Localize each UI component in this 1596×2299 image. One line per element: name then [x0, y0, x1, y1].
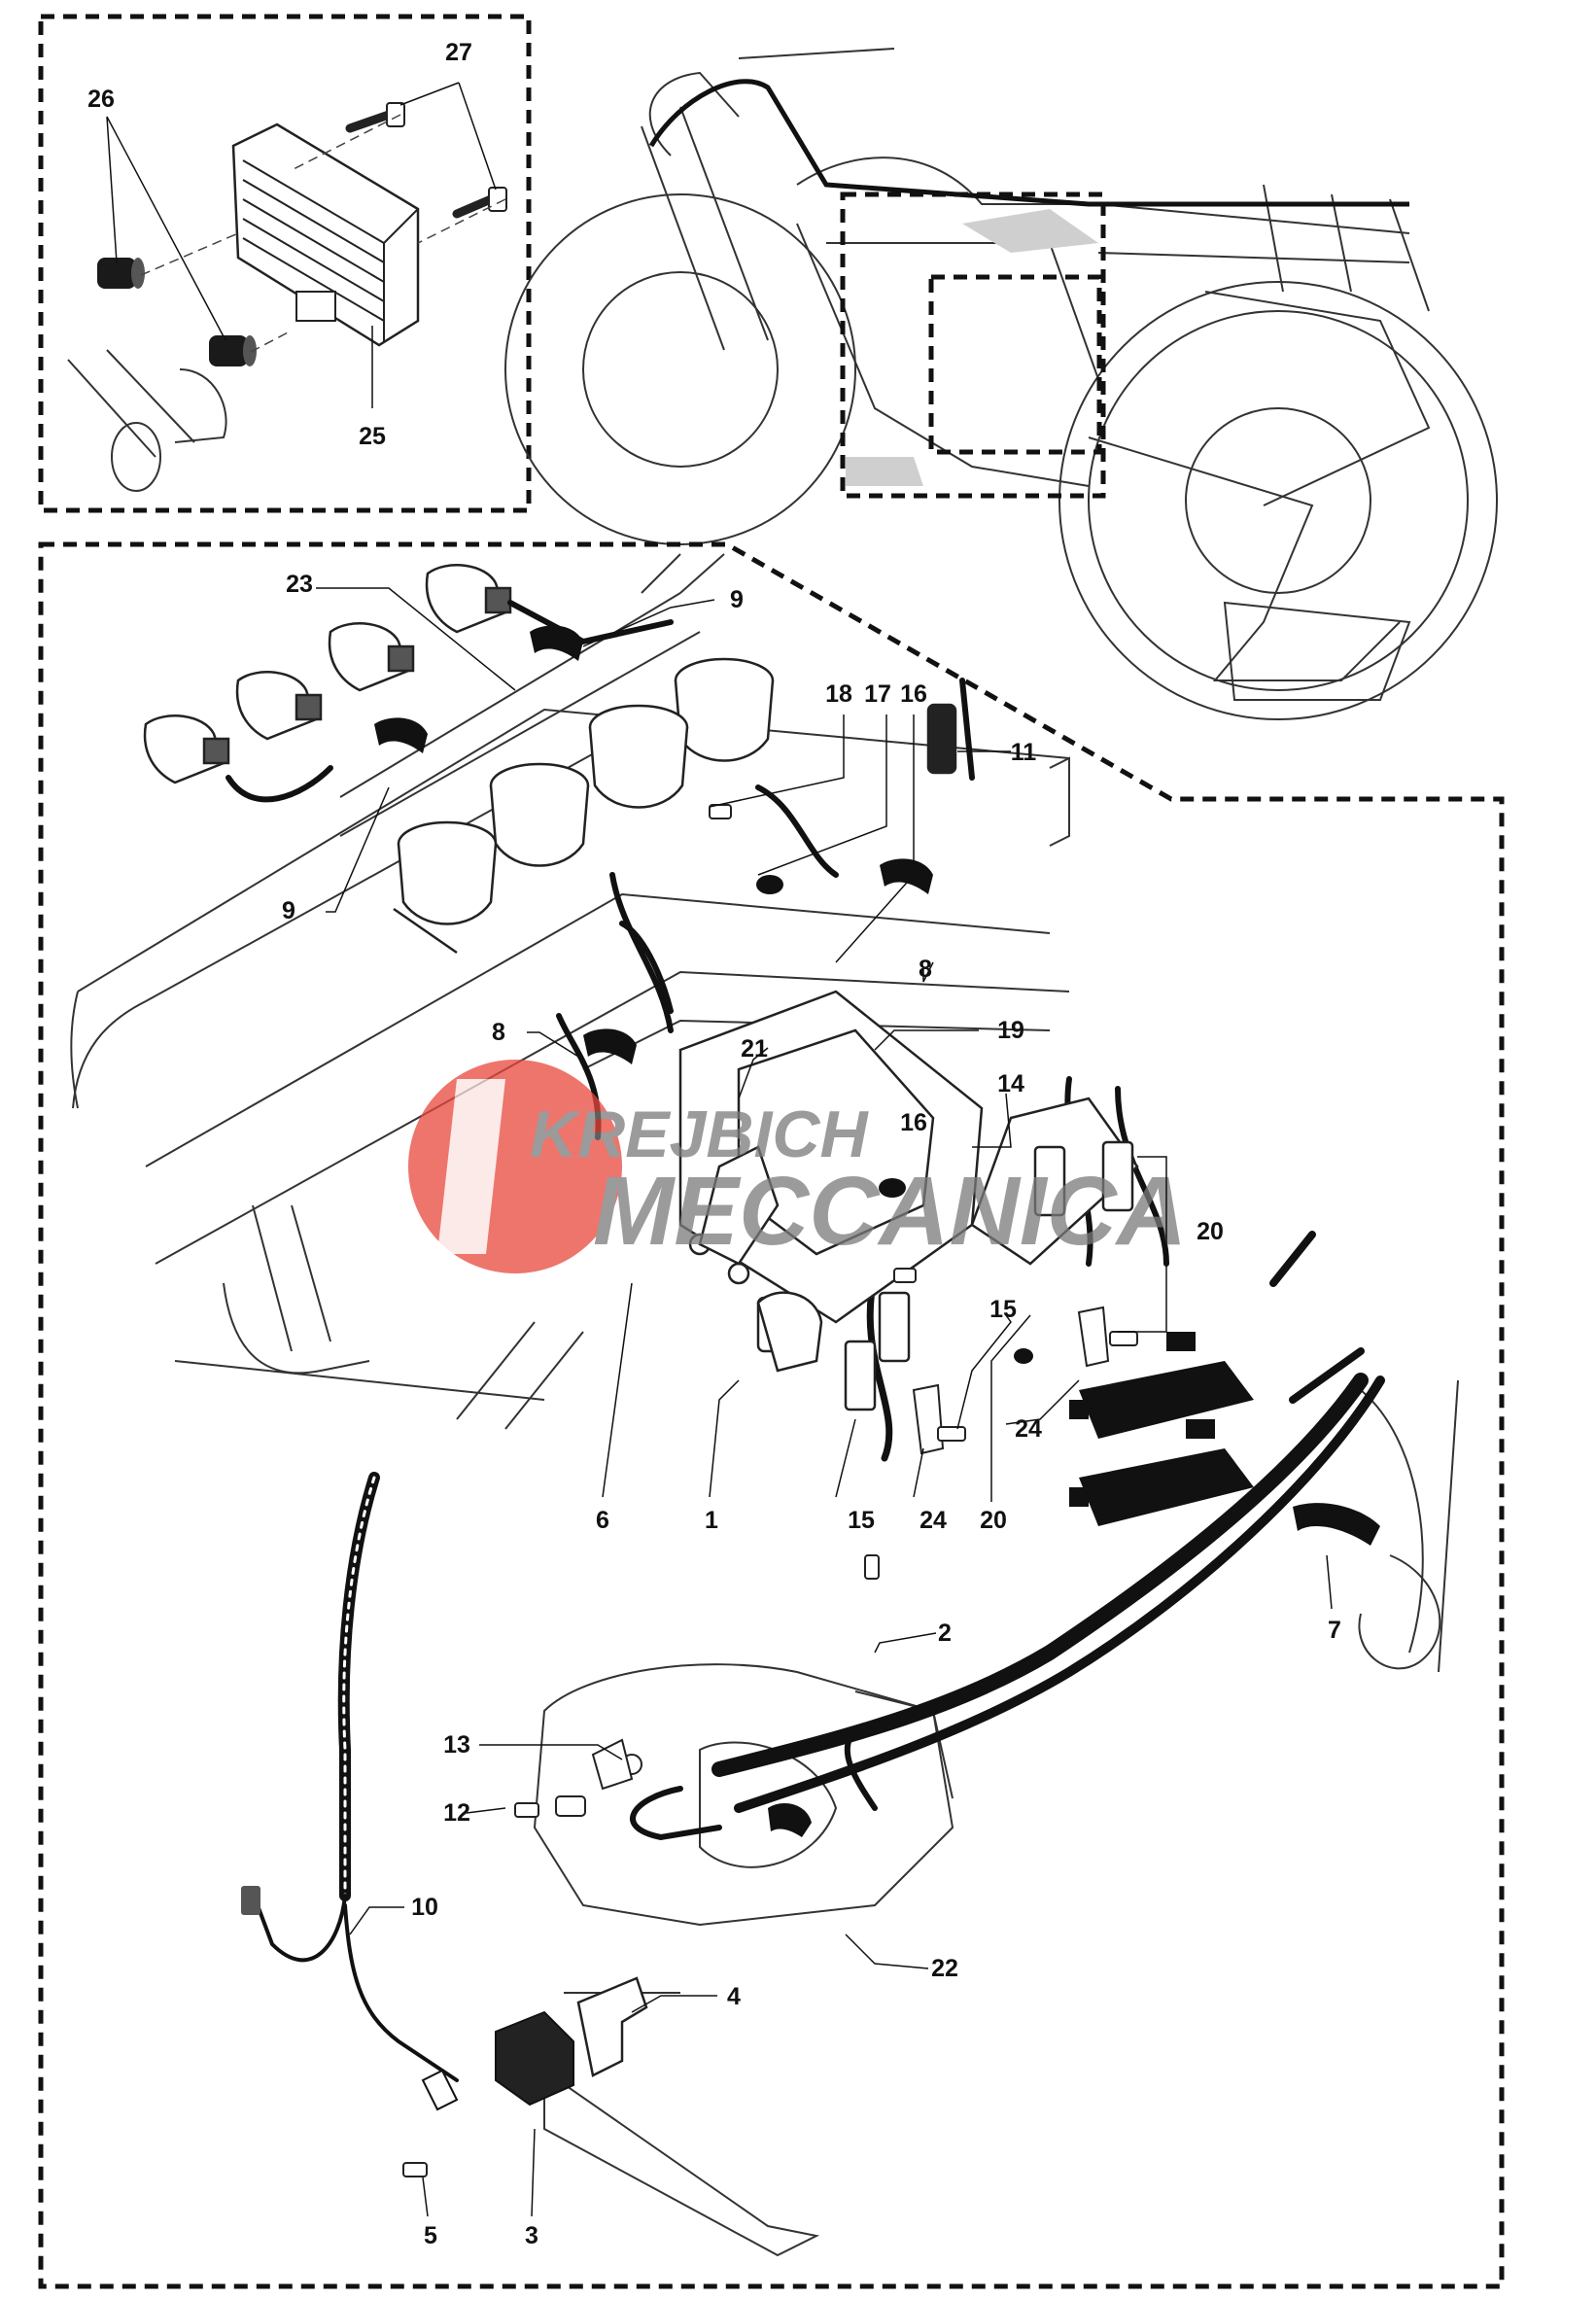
throttle-body [489, 762, 590, 867]
callout-8-left: 8 [492, 1019, 505, 1046]
throttle-bodies [393, 657, 775, 955]
callout-15-right: 15 [989, 1296, 1017, 1323]
ecu-bracket [678, 990, 984, 1324]
callout-9-top: 9 [730, 586, 744, 613]
callout-9-left: 9 [282, 897, 295, 924]
watermark-line2: MECCANICA [593, 1157, 1187, 1266]
callout-17: 17 [864, 680, 891, 708]
sensor-bracket [576, 1976, 648, 2077]
cable-tie [1293, 1503, 1380, 1546]
cable-tie [880, 858, 933, 894]
ignition-coil [328, 622, 415, 692]
callout-2: 2 [938, 1620, 952, 1647]
ignition-coil [235, 671, 323, 741]
callout-16-mid: 16 [900, 1109, 927, 1136]
sensor [756, 1291, 823, 1373]
callout-1: 1 [705, 1507, 718, 1534]
rubber-grommet [97, 258, 145, 289]
ignition-coil [425, 564, 512, 634]
callout-18: 18 [825, 680, 852, 708]
ecu-connectors [1069, 1332, 1254, 1526]
callout-21: 21 [741, 1035, 768, 1062]
callout-23: 23 [286, 571, 313, 598]
callout-13: 13 [443, 1731, 470, 1759]
callout-15-bottom: 15 [848, 1507, 875, 1534]
throttle-body [588, 704, 689, 809]
callout-24-bottom: 24 [919, 1507, 947, 1534]
speed-sensor [421, 2010, 574, 2111]
overview-highlight-boxes [840, 192, 1106, 499]
cable-tie [530, 625, 583, 661]
voltage-regulator [231, 122, 420, 347]
callout-4: 4 [727, 1983, 741, 2010]
engine-frame-outline [70, 553, 1459, 2257]
watermark-line1: KREJBICH [530, 1097, 869, 1171]
callout-19: 19 [997, 1017, 1024, 1044]
screw [345, 102, 405, 133]
screw [452, 187, 507, 219]
ignition-coil [143, 714, 230, 784]
leader-lines [316, 587, 1333, 2217]
main-view-frame [38, 541, 1505, 2289]
callout-22: 22 [931, 1955, 958, 1982]
callout-10: 10 [411, 1894, 438, 1921]
watermark-logo: KREJBICH MECCANICA [408, 1060, 1187, 1273]
sensor-connector [241, 1886, 260, 1915]
callout-3: 3 [525, 2222, 538, 2249]
callout-7: 7 [1328, 1617, 1341, 1644]
wiring-harness [226, 600, 1385, 2082]
throttle-body [674, 657, 775, 762]
callout-20-bottom: 20 [980, 1507, 1007, 1534]
small-hardware [402, 804, 1138, 2177]
cable-tie [583, 1028, 637, 1064]
throttle-body [393, 820, 498, 955]
cable-tie [768, 1803, 812, 1837]
callout-24-right: 24 [1015, 1415, 1042, 1443]
callout-11: 11 [1011, 739, 1037, 766]
rubber-grommet [209, 335, 257, 366]
callout-labels: 26 27 25 23 9 9 18 17 16 11 8 8 21 19 14… [87, 39, 1341, 2249]
callout-12: 12 [443, 1799, 470, 1827]
ignition-coils [143, 564, 512, 784]
grommet [756, 875, 1033, 1364]
callout-14: 14 [997, 1070, 1024, 1097]
callout-25: 25 [359, 423, 386, 450]
regulator-detail-inset [38, 14, 532, 513]
cable-ties [374, 625, 1380, 1837]
callout-6: 6 [596, 1507, 609, 1534]
cable-tie [374, 717, 428, 753]
motorcycle-overview [504, 48, 1498, 720]
callout-8-right: 8 [919, 956, 932, 983]
callout-16-top: 16 [900, 680, 927, 708]
callout-20-right: 20 [1197, 1218, 1224, 1245]
callout-5: 5 [424, 2222, 437, 2249]
callout-26: 26 [87, 86, 115, 113]
callout-27: 27 [445, 39, 472, 66]
